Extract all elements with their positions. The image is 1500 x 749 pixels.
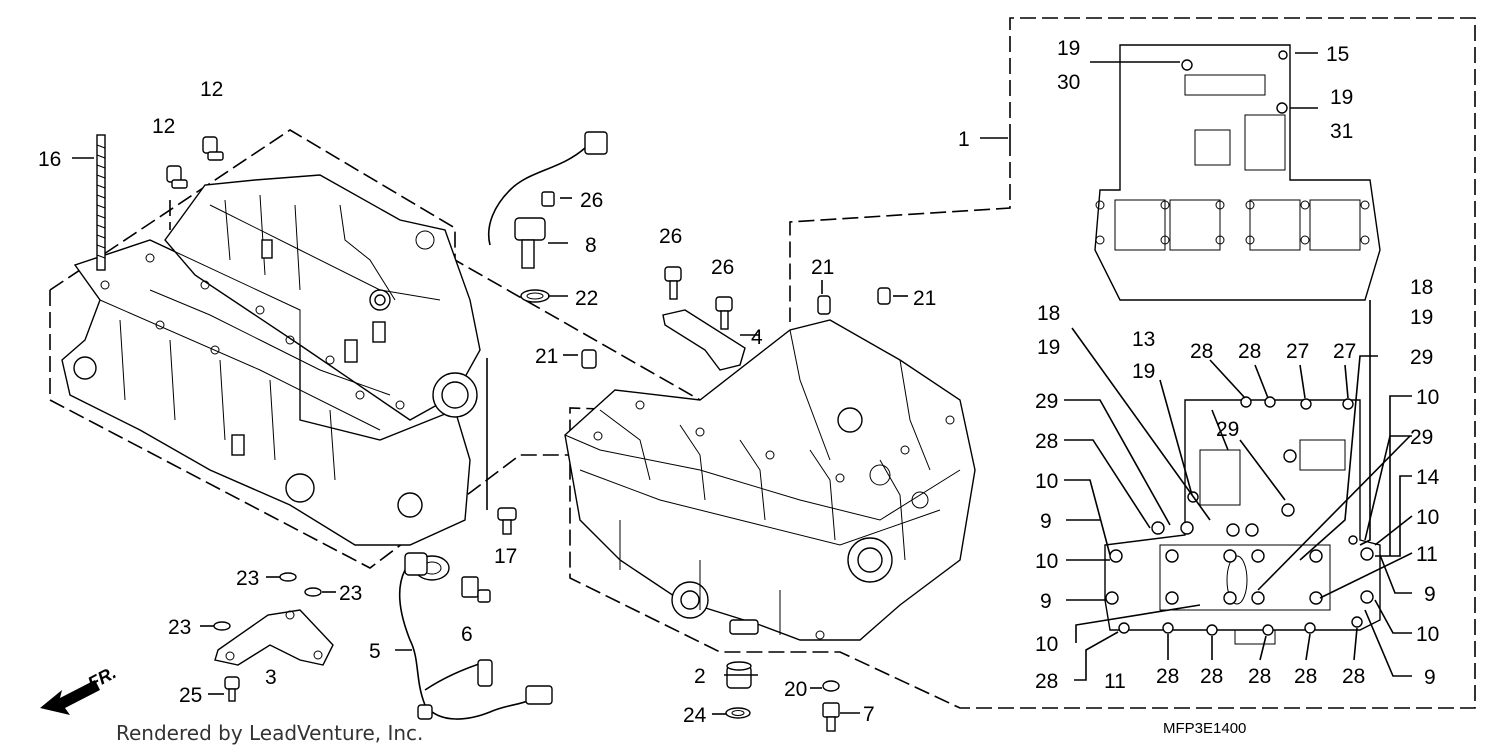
callout-28-top-b: 28 (1238, 340, 1261, 363)
callout-1: 1 (958, 128, 970, 151)
callout-18-right: 18 (1410, 276, 1433, 299)
callout-23-a: 23 (236, 567, 259, 590)
callout-3: 3 (265, 666, 277, 689)
callout-28-bottom-a: 28 (1156, 665, 1179, 688)
callout-27-a: 27 (1286, 340, 1309, 363)
callout-9-right-bottom: 9 (1424, 666, 1436, 689)
callout-17: 17 (494, 545, 517, 568)
callout-28-left: 28 (1035, 430, 1058, 453)
callout-10-left-bottom: 10 (1035, 633, 1058, 656)
bolt-12-pair (166, 136, 224, 189)
callout-29-left: 29 (1035, 390, 1058, 413)
callout-7: 7 (863, 703, 875, 726)
callout-31: 31 (1330, 120, 1353, 143)
callout-8: 8 (585, 234, 597, 257)
callout-21-left: 21 (535, 345, 558, 368)
callout-19-right: 19 (1330, 86, 1353, 109)
callout-18-left: 18 (1037, 302, 1060, 325)
callout-28-bottom-e: 28 (1342, 665, 1365, 688)
callout-14: 14 (1416, 466, 1440, 489)
callout-9-left: 9 (1040, 590, 1052, 613)
callout-26-top: 26 (580, 189, 603, 212)
callout-10-left-mid: 10 (1035, 550, 1058, 573)
diagram-code: MFP3E1400 (1163, 720, 1246, 737)
callout-6: 6 (461, 623, 473, 646)
upper-crankcase (61, 174, 481, 546)
callout-4: 4 (751, 326, 763, 349)
callout-21-mid: 21 (811, 256, 834, 279)
callout-2: 2 (694, 665, 706, 688)
callout-19-top: 19 (1057, 37, 1080, 60)
callout-10-right-bottom: 10 (1416, 623, 1439, 646)
front-direction-arrow-icon: FR. (40, 662, 119, 715)
callout-21-right: 21 (913, 287, 936, 310)
callout-28-left-bottom: 28 (1035, 670, 1058, 693)
callout-29-right: 29 (1410, 426, 1433, 449)
callout-28-bottom-b: 28 (1200, 665, 1223, 688)
callout-13: 13 (1132, 328, 1155, 351)
callout-23-b: 23 (339, 582, 362, 605)
lower-crankcase (564, 319, 976, 641)
crankcase-bottom-view (1104, 396, 1381, 645)
stud-bolt-16 (96, 134, 106, 271)
callout-12-top: 12 (200, 78, 223, 101)
bracket-4 (662, 266, 746, 371)
callout-11-right: 11 (1416, 543, 1438, 566)
callout-23-c: 23 (168, 616, 191, 639)
callout-15: 15 (1326, 43, 1349, 66)
bolt-17 (497, 507, 517, 535)
callout-9-right: 9 (1424, 583, 1436, 606)
callout-28-bottom-d: 28 (1294, 665, 1317, 688)
sensor-8 (487, 131, 608, 303)
harness-5 (398, 552, 553, 720)
callout-26-left: 26 (659, 225, 682, 248)
callout-19-left: 19 (1037, 336, 1060, 359)
callout-20: 20 (784, 678, 807, 701)
callout-26-right: 26 (711, 256, 734, 279)
render-credit: Rendered by LeadVenture, Inc. (116, 721, 423, 745)
dowel-pins-21 (581, 287, 891, 369)
callout-12-lower: 12 (152, 115, 175, 138)
callout-9-left-top: 9 (1040, 510, 1052, 533)
callout-25: 25 (179, 684, 202, 707)
callout-labels: 1 2 3 4 5 6 7 8 12 12 13 15 16 17 19 30 … (38, 37, 1440, 727)
callout-24: 24 (683, 704, 707, 727)
callout-29-right-top: 29 (1410, 346, 1433, 369)
callout-29-center: 29 (1216, 418, 1239, 441)
callout-10-right-top: 10 (1416, 386, 1439, 409)
crankcase-top-view (1094, 44, 1381, 301)
small-parts-lower (725, 661, 840, 732)
callout-5: 5 (369, 640, 381, 663)
callout-leaders (72, 52, 1413, 715)
bottom-row-leaders (1167, 627, 1358, 661)
callout-28-bottom-c: 28 (1248, 665, 1271, 688)
callout-11-bottom: 11 (1104, 670, 1126, 693)
callout-19-under-13: 19 (1132, 360, 1155, 383)
plate-3 (213, 572, 334, 702)
callout-16: 16 (38, 148, 61, 171)
callout-28-top-a: 28 (1190, 340, 1213, 363)
callout-10-left-top: 10 (1035, 470, 1058, 493)
callout-10-right-mid: 10 (1416, 506, 1439, 529)
callout-19-right-lower: 19 (1410, 306, 1433, 329)
callout-30: 30 (1057, 71, 1080, 94)
callout-22: 22 (575, 287, 598, 310)
callout-27-b: 27 (1333, 340, 1356, 363)
